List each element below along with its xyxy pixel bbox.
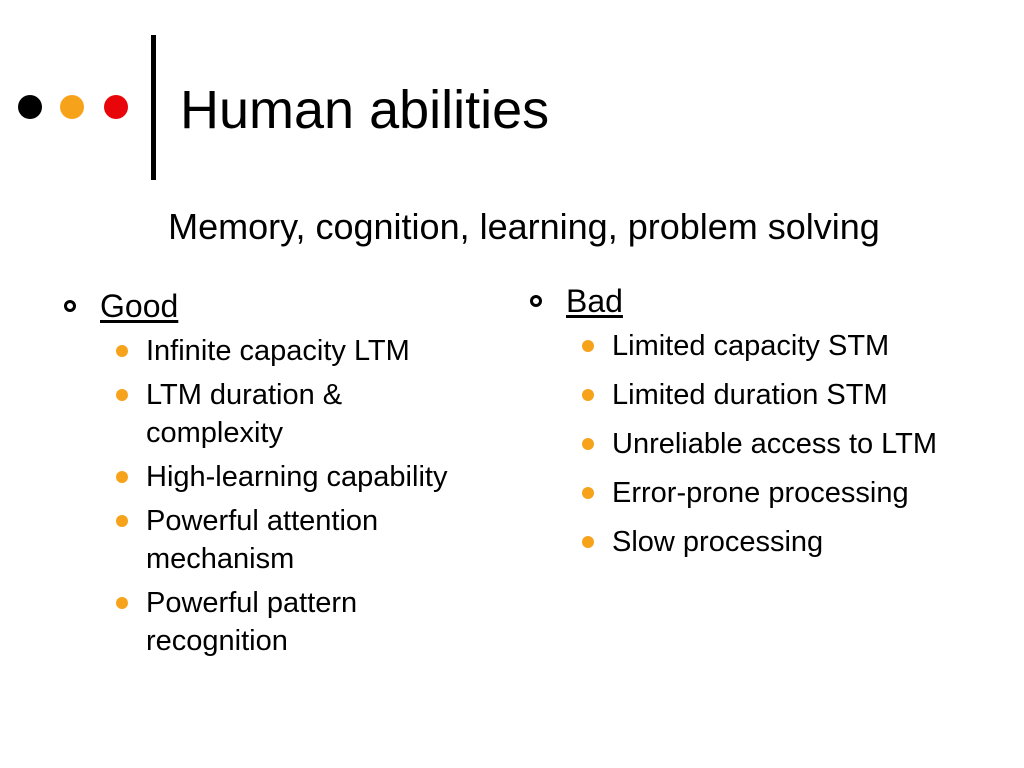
orange-bullet-icon	[116, 597, 128, 609]
list-item-text: Slow processing	[612, 526, 824, 558]
bad-column: Bad Limited capacity STM Limited duratio…	[528, 281, 958, 572]
list-item-text: Limited capacity STM	[612, 330, 890, 362]
orange-bullet-icon	[582, 438, 594, 450]
list-item: Powerful attention mechanism	[62, 502, 472, 578]
list-item-text: Unreliable access to LTM	[612, 428, 938, 460]
list-item-text: LTM duration & complexity	[146, 379, 343, 449]
title-divider	[151, 35, 156, 180]
list-item-text: High-learning capability	[146, 461, 448, 493]
list-item-text: Infinite capacity LTM	[146, 335, 410, 367]
list-item-text: Powerful attention mechanism	[146, 505, 379, 575]
list-item: Error-prone processing	[528, 474, 958, 512]
orange-bullet-icon	[116, 471, 128, 483]
orange-bullet-icon	[582, 536, 594, 548]
hollow-circle-bullet-icon	[64, 300, 76, 312]
list-item: LTM duration & complexity	[62, 376, 472, 452]
bad-heading-label: Bad	[566, 283, 623, 319]
list-item: Limited duration STM	[528, 376, 958, 414]
good-column: Good Infinite capacity LTM LTM duration …	[62, 286, 472, 666]
orange-bullet-icon	[116, 389, 128, 401]
list-item: Powerful pattern recognition	[62, 584, 472, 660]
list-item: Unreliable access to LTM	[528, 425, 958, 463]
good-list: Infinite capacity LTM LTM duration & com…	[62, 332, 472, 660]
list-item: High-learning capability	[62, 458, 472, 496]
list-item-text: Powerful pattern recognition	[146, 587, 358, 657]
orange-dot-icon	[60, 95, 84, 119]
orange-bullet-icon	[116, 345, 128, 357]
bad-list: Limited capacity STM Limited duration ST…	[528, 327, 958, 561]
hollow-circle-bullet-icon	[530, 295, 542, 307]
orange-bullet-icon	[582, 487, 594, 499]
black-dot-icon	[18, 95, 42, 119]
good-heading: Good	[62, 286, 472, 326]
orange-bullet-icon	[582, 389, 594, 401]
list-item: Infinite capacity LTM	[62, 332, 472, 370]
slide-title: Human abilities	[180, 80, 550, 140]
list-item-text: Limited duration STM	[612, 379, 888, 411]
red-dot-icon	[104, 95, 128, 119]
orange-bullet-icon	[116, 515, 128, 527]
slide-subtitle: Memory, cognition, learning, problem sol…	[168, 206, 880, 247]
list-item-text: Error-prone processing	[612, 477, 909, 509]
list-item: Slow processing	[528, 523, 958, 561]
orange-bullet-icon	[582, 340, 594, 352]
list-item: Limited capacity STM	[528, 327, 958, 365]
good-heading-label: Good	[100, 288, 179, 324]
bad-heading: Bad	[528, 281, 958, 321]
